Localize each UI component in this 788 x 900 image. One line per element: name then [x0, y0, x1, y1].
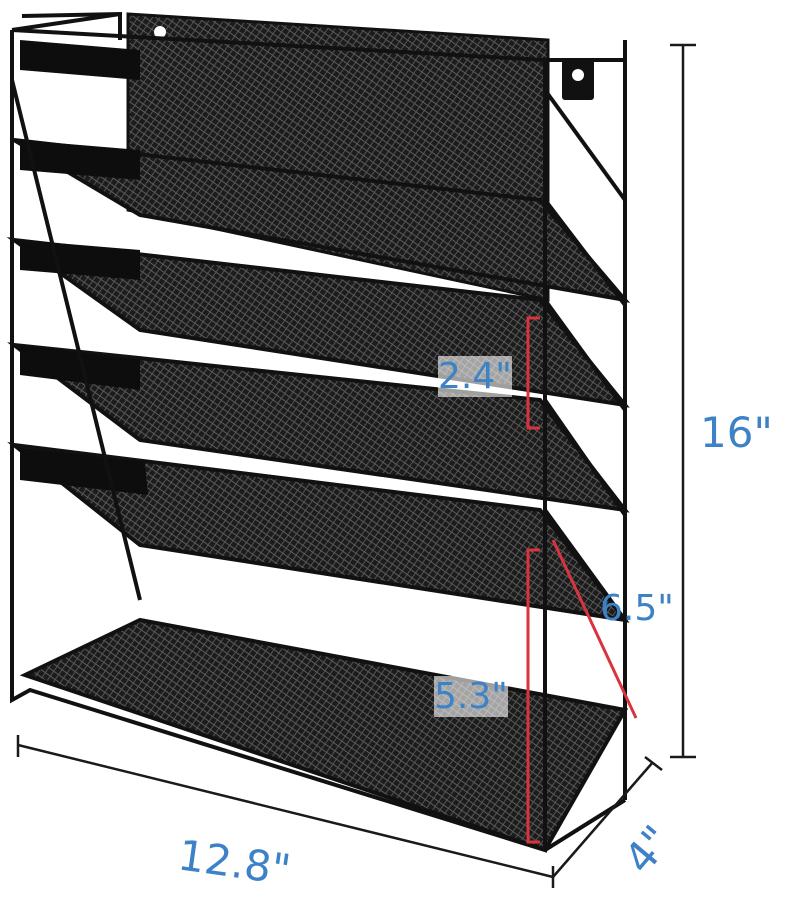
dimension-lines — [16, 43, 696, 888]
hang-hole-right — [572, 69, 584, 81]
hang-hole-left — [154, 26, 166, 38]
label-tab-4 — [20, 448, 148, 495]
tray-depth-line — [551, 539, 638, 719]
label-tab-top — [20, 40, 140, 80]
accent-dimension-lines — [526, 316, 638, 844]
front-height-bracket — [526, 548, 540, 844]
trays — [6, 40, 631, 853]
label-tab-1 — [20, 140, 140, 180]
label-tab-2 — [20, 240, 140, 280]
base-tray — [19, 617, 629, 853]
depth-dimension-line — [552, 761, 654, 878]
slot-gap-bracket — [526, 316, 540, 430]
width-dimension-line — [17, 743, 554, 879]
slot-gap-label: 2.4" — [438, 356, 512, 397]
front-height-label: 5.3" — [434, 676, 508, 717]
height-label: 16" — [700, 408, 773, 457]
label-tab-3 — [20, 345, 140, 390]
tray-depth-label: 6.5" — [600, 588, 674, 629]
